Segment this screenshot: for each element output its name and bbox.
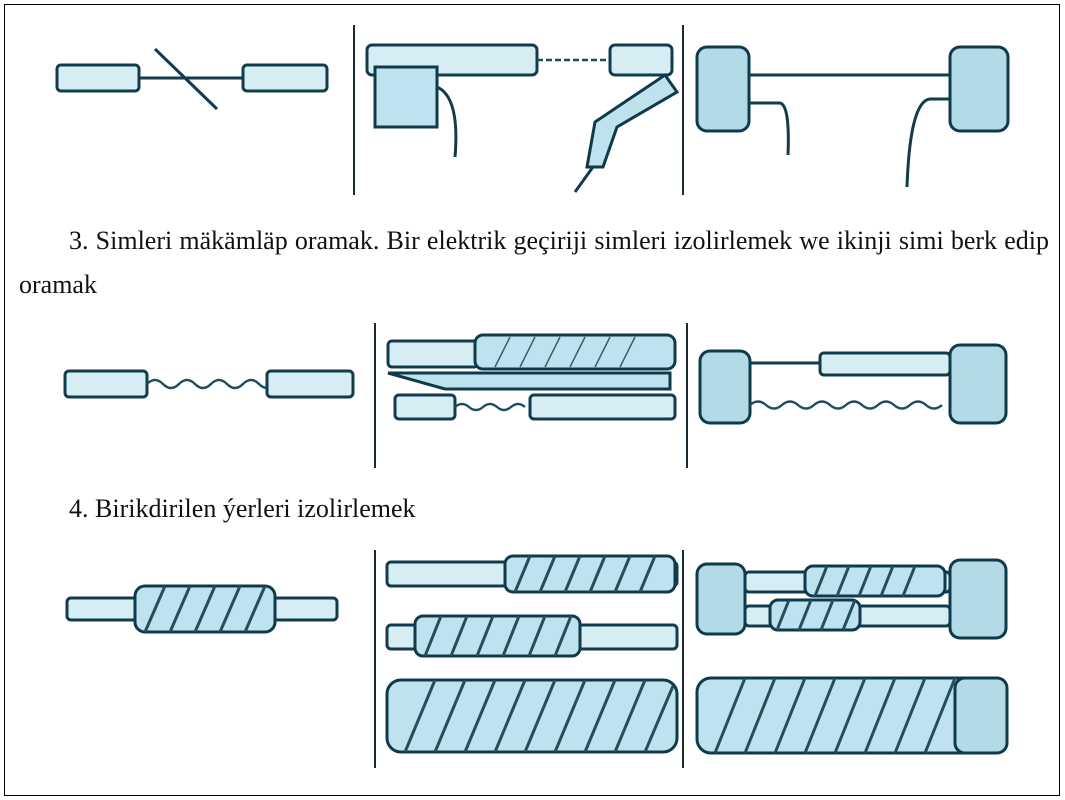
twisted-parallel-wires-figure <box>388 335 675 419</box>
bent-wire-figure <box>367 45 677 192</box>
step-3-caption: 3. Simleri mäkämläp oramak. Bir elektrik… <box>19 219 1049 307</box>
wire-illustration-row3 <box>5 550 1061 770</box>
figure-row-cutting <box>5 17 1061 197</box>
twisted-straight-wire-figure <box>65 371 353 397</box>
taped-straight-joint-figure <box>67 586 337 632</box>
knurled-terminal-figure <box>697 47 1008 187</box>
step-4-caption: 4. Birikdirilen ýerleri izolirlemek <box>19 487 1049 531</box>
twisted-knurled-terminals-figure <box>700 345 1006 423</box>
wire-illustration-row2 <box>5 323 1061 468</box>
straight-wire-cut-figure <box>57 49 327 109</box>
page-frame: 3. Simleri mäkämläp oramak. Bir elektrik… <box>4 4 1060 796</box>
figure-row-twisting <box>5 323 1061 468</box>
taped-parallel-joint-figure <box>387 556 677 752</box>
wire-illustration-row1 <box>5 17 1061 197</box>
taped-knurled-joint-figure <box>697 560 1007 753</box>
figure-row-insulating <box>5 550 1061 770</box>
